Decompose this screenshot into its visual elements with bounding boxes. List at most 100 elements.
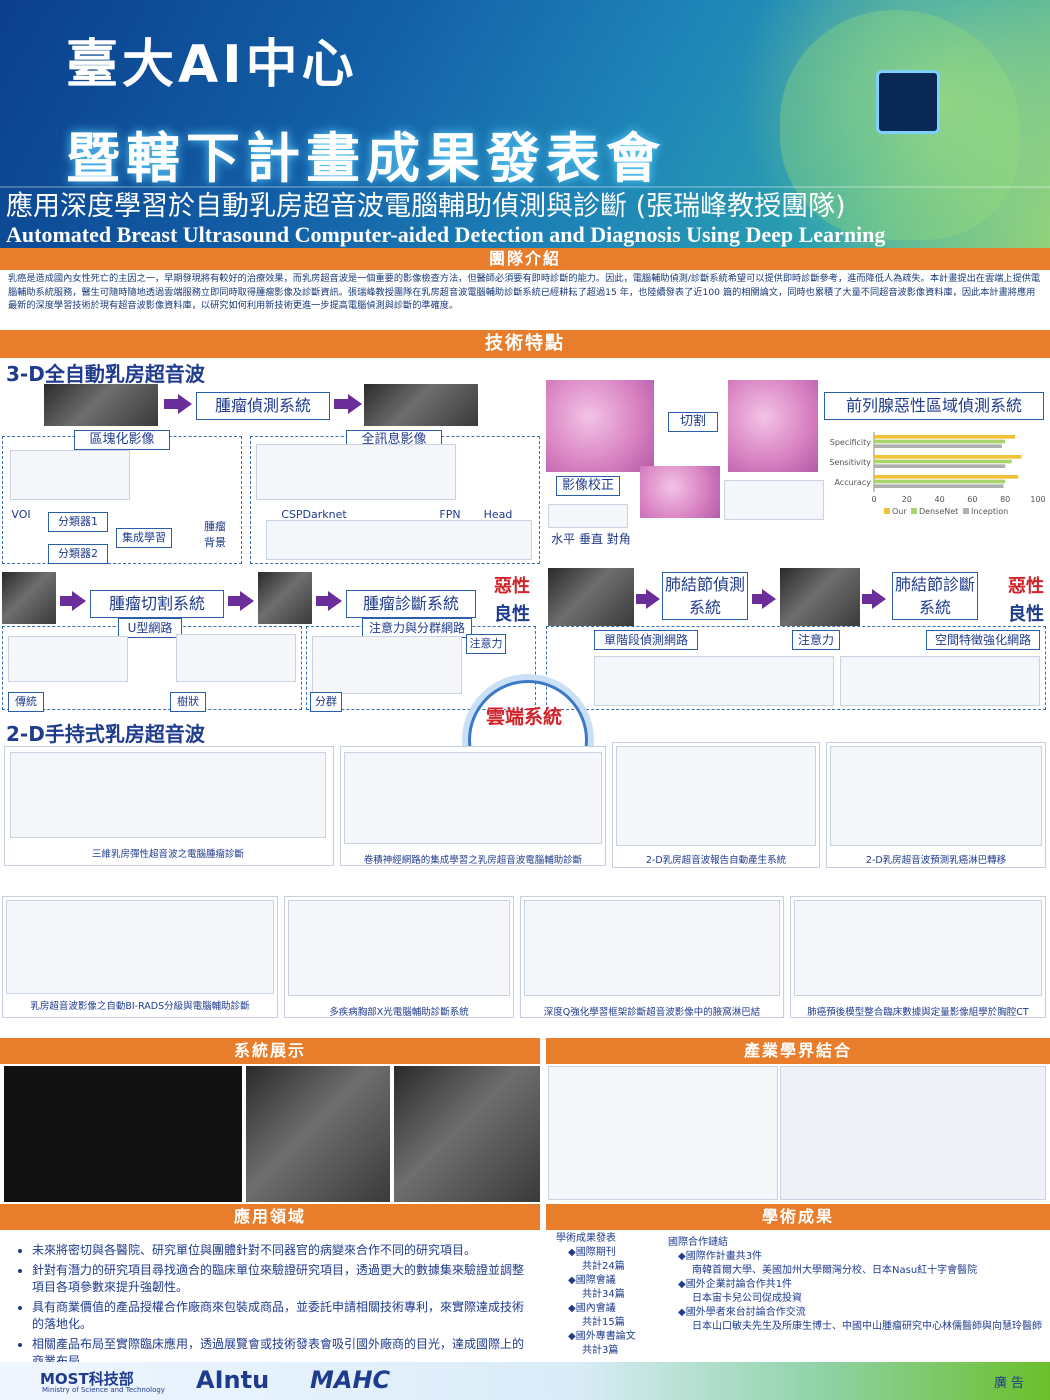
collaboration-list: 國際合作鏈結 ◆國際作計畫共3件 南韓首爾大學、美國加州大學爾灣分校、日本Nas…: [668, 1236, 1048, 1334]
cloud-system-label: 雲端系統: [486, 706, 563, 728]
team-intro-heading: 團隊介紹: [0, 248, 1050, 270]
us-volume-image: [44, 384, 158, 426]
chip-graphic: [876, 70, 940, 134]
prostate-detection-label: 前列腺惡性區域偵測系統: [824, 392, 1044, 420]
application-item: 具有商業價值的產品授權合作廠商來包裝成商品，並委託申請相關技術專利，來實際達成技…: [32, 1299, 530, 1333]
lung-ct-image: [548, 568, 634, 626]
tumor-diagnosis-label: 腫瘤診斷系統: [346, 590, 476, 618]
journal-count: 共計24篇: [582, 1261, 625, 1272]
classifier1-box: 分類器1: [48, 512, 108, 532]
arrow-right-icon: [178, 394, 192, 414]
cspdarknet-label: CSPDarknet: [281, 508, 347, 521]
legend-swatch: [884, 508, 890, 514]
collab-line: ◆國外學者來台討論合作交流: [678, 1307, 806, 1318]
planes-label: 水平 垂直 對角: [551, 532, 631, 546]
dqn-figure: [524, 900, 780, 996]
bar-our: [874, 455, 1022, 459]
arrow-right-icon: [328, 591, 342, 611]
tumor-us-image: [2, 572, 56, 624]
banner-line: [0, 186, 1050, 188]
ensemble-box: 集成學習: [116, 528, 172, 548]
arrow-right-icon: [646, 589, 660, 609]
report-caption: 2-D乳房超音波報告自動產生系統: [645, 855, 787, 866]
center-logo: 臺大AI中心: [66, 35, 358, 95]
lung-prognosis-caption: 肺癌預後模型整合臨床數據與定量影像組學於胸腔CT: [807, 1007, 1029, 1018]
footer: MOST科技部 Ministry of Science and Technolo…: [0, 1362, 1050, 1400]
voi-label: VOI: [11, 508, 31, 521]
bar-densenet: [874, 479, 1006, 484]
most-logo: MOST科技部: [40, 1370, 134, 1388]
intl-conf-count: 共計34篇: [582, 1289, 625, 1300]
journal-label: ◆國際期刊: [568, 1247, 616, 1258]
bar-densenet: [874, 439, 1006, 444]
application-list: 未來將密切與各醫院、研究單位與團體針對不同器官的病變來合作不同的研究項目。 針對…: [10, 1242, 530, 1373]
lung-yolo-diagram: [594, 656, 834, 706]
dqn-caption: 深度Q強化學習框架診斷超音波影像中的腋窩淋巴結: [543, 1007, 761, 1018]
project-title-zh: 應用深度學習於自動乳房超音波電腦輔助偵測與診斷 (張瑞峰教授團隊): [6, 191, 846, 222]
x-tick-label: 80: [1000, 495, 1010, 504]
arrow-right-icon: [762, 589, 776, 609]
legend-label: Inception: [971, 507, 1008, 516]
ad-label: 廣告: [993, 1376, 1028, 1391]
tumor-segmented-image: [258, 572, 312, 624]
tumor-segmentation-label: 腫瘤切割系統: [90, 590, 224, 618]
lung-3d-diagram: [840, 656, 1040, 706]
lung-nodule-image: [780, 568, 860, 626]
demo-screenshot-2: [246, 1066, 390, 1202]
tumor-out-label: 腫瘤: [204, 520, 226, 533]
single-stage-label: 單階段偵測網路: [594, 630, 698, 650]
tree-diagram: [176, 634, 296, 682]
attention-diagram: [312, 636, 462, 694]
collab-line: 日本山口敏夫先生及所康生博士、中國中山腫瘤研究中心林儒醫師與向慧玲醫師: [692, 1321, 1042, 1332]
results-heading: 學術成果: [546, 1204, 1050, 1230]
arrow-stem: [60, 596, 74, 606]
collab-head: 國際合作鏈結: [668, 1237, 728, 1248]
yolo-diagram: [266, 520, 532, 560]
industry-report-figure: [548, 1066, 778, 1200]
patch-stack-diagram: [724, 480, 824, 520]
attention-group-label: 注意力與分群網路: [362, 618, 472, 638]
unet-label: U型網路: [118, 618, 182, 638]
lung-attention-label: 注意力: [792, 630, 840, 650]
head-label: Head: [483, 508, 513, 521]
cut-label: 切割: [668, 412, 718, 432]
arrow-stem: [228, 596, 242, 606]
tree-label: 樹狀: [170, 692, 206, 712]
x-tick-label: 60: [967, 495, 977, 504]
category-label: Sensitivity: [829, 458, 871, 467]
traditional-label: 傳統: [8, 692, 44, 712]
xray-caption: 多疾病胸部X光電腦輔助診斷系統: [329, 1007, 469, 1018]
malignant-label: 惡性: [494, 576, 530, 597]
event-title: 暨轄下計畫成果發表會: [66, 127, 666, 190]
pathology-corrected-image: [640, 466, 720, 518]
classifier2-box: 分類器2: [48, 544, 108, 564]
arrow-stem: [334, 399, 350, 409]
collab-line: 日本宙卡兒公司促成投資: [692, 1293, 802, 1304]
legend-swatch: [911, 508, 917, 514]
industry-heading: 產業學界結合: [546, 1038, 1050, 1064]
aintu-logo: AIntu: [196, 1366, 270, 1394]
bar-inception: [874, 464, 1006, 468]
fpn-label: FPN: [439, 508, 461, 521]
demo-screenshot-3: [394, 1066, 540, 1202]
network-diagram: [256, 444, 456, 500]
report-figure: [616, 746, 816, 846]
patch-grid-image: [548, 504, 628, 528]
pathology-slide-image: [546, 380, 654, 472]
demo-screenshot-1: [4, 1066, 242, 1202]
elastography-caption: 三維乳房彈性超音波之電腦腫瘤診斷: [91, 849, 244, 860]
bar-densenet: [874, 459, 1012, 464]
bar-inception: [874, 444, 1002, 448]
regionalized-label: 區塊化影像: [74, 430, 170, 450]
birads-caption: 乳房超音波影像之自動BI-RADS分級與電腦輔助診斷: [30, 1001, 250, 1012]
application-heading: 應用領域: [0, 1204, 540, 1230]
application-item: 針對有潛力的研究項目尋找適合的臨床單位來驗證研究項目，透過更大的數據集來驗證並調…: [32, 1262, 530, 1296]
category-label: Accuracy: [834, 478, 871, 487]
lung-malignant-label: 惡性: [1008, 576, 1044, 597]
mahc-logo: MAHC: [310, 1366, 391, 1394]
correction-label: 影像校正: [556, 476, 620, 496]
system-demo-heading: 系統展示: [0, 1038, 540, 1064]
arrow-right-icon: [348, 394, 362, 414]
lymph-caption: 2-D乳房超音波預測乳癌淋巴轉移: [865, 855, 1007, 866]
section-2d-heading: 2-D手持式乳房超音波: [6, 722, 205, 746]
